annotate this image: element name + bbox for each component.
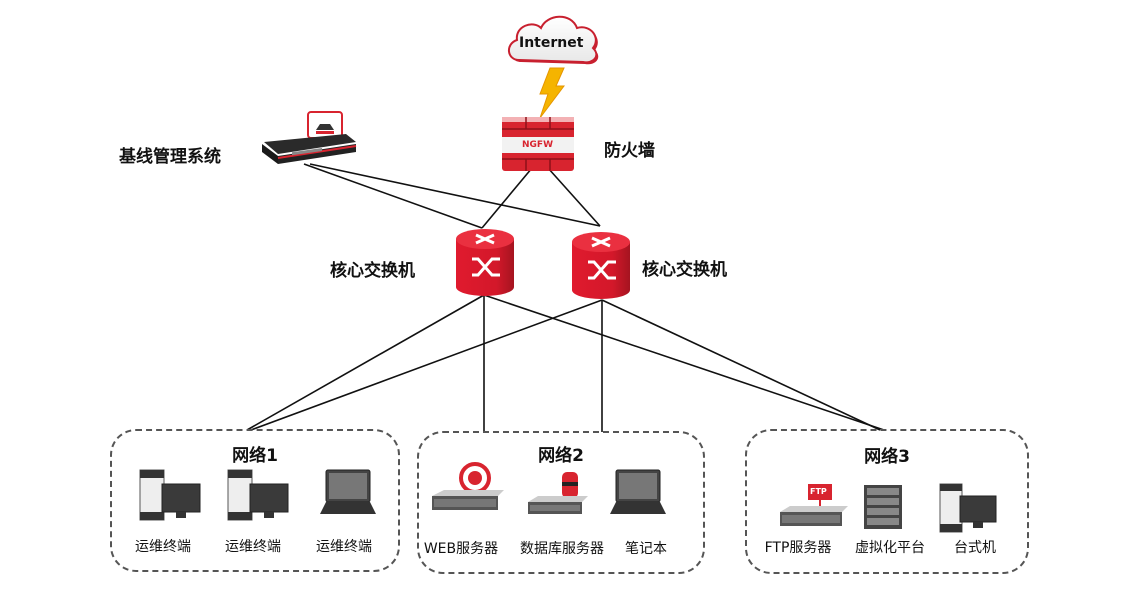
device-label: WEB服务器 — [423, 541, 499, 557]
core-switch-1-label: 核心交换机 — [330, 261, 415, 281]
device-label: 运维终端 — [135, 539, 191, 555]
desktop-icon — [139, 469, 201, 521]
laptop-icon — [320, 469, 376, 514]
internet-label: Internet — [519, 35, 584, 51]
network-3-title: 网络3 — [864, 447, 910, 467]
link-firewall-switch2 — [547, 167, 601, 227]
link-switch1-net3 — [483, 294, 885, 431]
network-1-title: 网络1 — [232, 446, 278, 466]
network-2-group: 网络2 — [417, 431, 705, 574]
device-label: 运维终端 — [316, 539, 372, 555]
device-label: 笔记本 — [625, 541, 667, 557]
cloud-icon — [508, 15, 599, 65]
link-firewall-switch1 — [481, 167, 533, 229]
firewall-icon — [502, 117, 574, 171]
link-switch2-net3 — [601, 299, 881, 431]
link-switch2-net1 — [250, 299, 603, 431]
baseline-label: 基线管理系统 — [119, 147, 221, 167]
device-label: 数据库服务器 — [520, 541, 604, 557]
network-3-group: 网络3 — [745, 429, 1029, 574]
database-server-icon — [528, 472, 588, 514]
rack-icon — [864, 485, 902, 529]
device-label: 虚拟化平台 — [855, 540, 925, 556]
device-label: FTP服务器 — [764, 540, 832, 556]
lightning-icon — [539, 67, 565, 119]
network-2-title: 网络2 — [538, 446, 584, 466]
firewall-label: 防火墙 — [604, 141, 655, 161]
ftp-server-icon — [780, 484, 848, 526]
network-1-group: 网络1 — [110, 429, 400, 572]
device-label: 台式机 — [954, 540, 996, 556]
link-switch1-net1 — [246, 294, 485, 431]
device-label: 运维终端 — [225, 539, 281, 555]
appliance-icon — [262, 111, 357, 164]
link-baseline-switch1 — [303, 163, 483, 229]
web-server-icon — [432, 462, 504, 510]
desktop-icon — [939, 483, 997, 533]
core-switch-2-label: 核心交换机 — [642, 260, 727, 280]
firewall-badge: NGFW — [522, 140, 553, 150]
switch-icon — [572, 232, 630, 299]
laptop-icon — [610, 469, 666, 514]
switch-icon — [456, 229, 514, 296]
desktop-icon — [227, 469, 289, 521]
ftp-badge: FTP — [810, 487, 827, 496]
link-baseline-switch2 — [309, 163, 601, 227]
